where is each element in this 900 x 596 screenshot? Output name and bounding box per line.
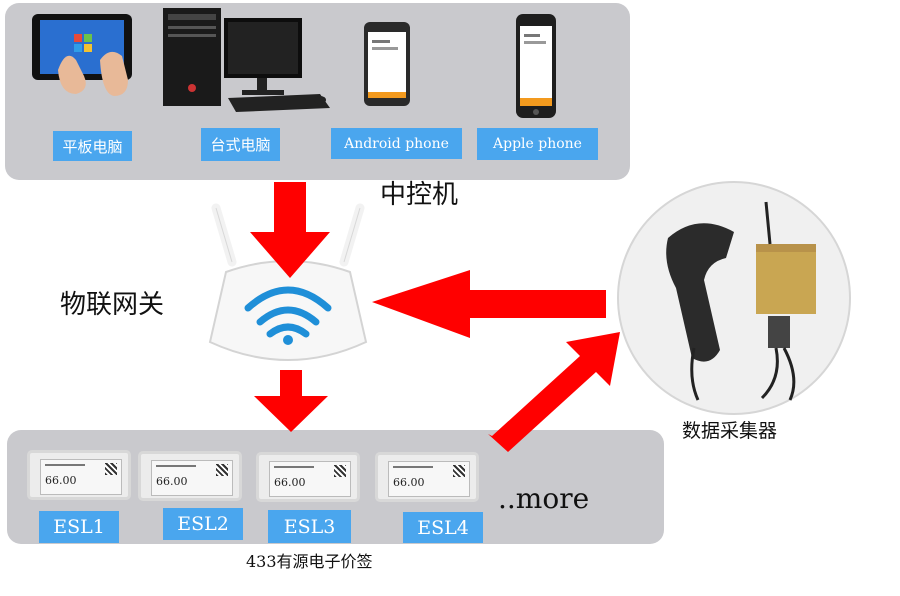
gateway-router (208, 203, 368, 361)
esl-tag-1: 66.00 (27, 450, 131, 500)
device-label-desktop: 台式电脑 (201, 128, 280, 161)
esl-label-3: ESL3 (268, 510, 351, 543)
tablet-illustration (32, 14, 132, 96)
device-label-apple: Apple phone (477, 128, 598, 160)
esl-tag-3: 66.00 (256, 452, 360, 502)
esl-label-2: ESL2 (163, 508, 243, 540)
arrow-down-gateway (254, 370, 328, 432)
qr-code-icon (105, 463, 117, 475)
qr-code-icon (453, 465, 465, 477)
esl-tag-4: 66.00 (375, 452, 479, 502)
collector-label: 数据采集器 (682, 420, 778, 442)
esl-tag-2: 66.00 (138, 451, 242, 501)
esl-more: ..more (498, 482, 590, 515)
device-label-android: Android phone (331, 128, 462, 159)
desktop-illustration (163, 8, 330, 112)
arrow-up-esl (488, 332, 620, 452)
esl-price-4: 66.00 (393, 476, 425, 489)
gateway-label: 物联网关 (60, 290, 165, 320)
apple-phone-illustration (516, 14, 556, 118)
arrow-down-controller (250, 182, 330, 278)
qr-code-icon (334, 465, 346, 477)
device-label-tablet: 平板电脑 (53, 131, 132, 161)
esl-price-1: 66.00 (45, 474, 77, 487)
collector-illustration (617, 181, 851, 415)
controller-label: 中控机 (380, 180, 459, 210)
qr-code-icon (216, 464, 228, 476)
esl-caption: 433有源电子价签 (246, 552, 373, 571)
esl-price-2: 66.00 (156, 475, 188, 488)
esl-price-3: 66.00 (274, 476, 306, 489)
arrow-left-collector (372, 270, 606, 338)
esl-label-4: ESL4 (403, 512, 483, 543)
esl-label-1: ESL1 (39, 511, 119, 543)
android-phone-illustration (364, 22, 410, 106)
